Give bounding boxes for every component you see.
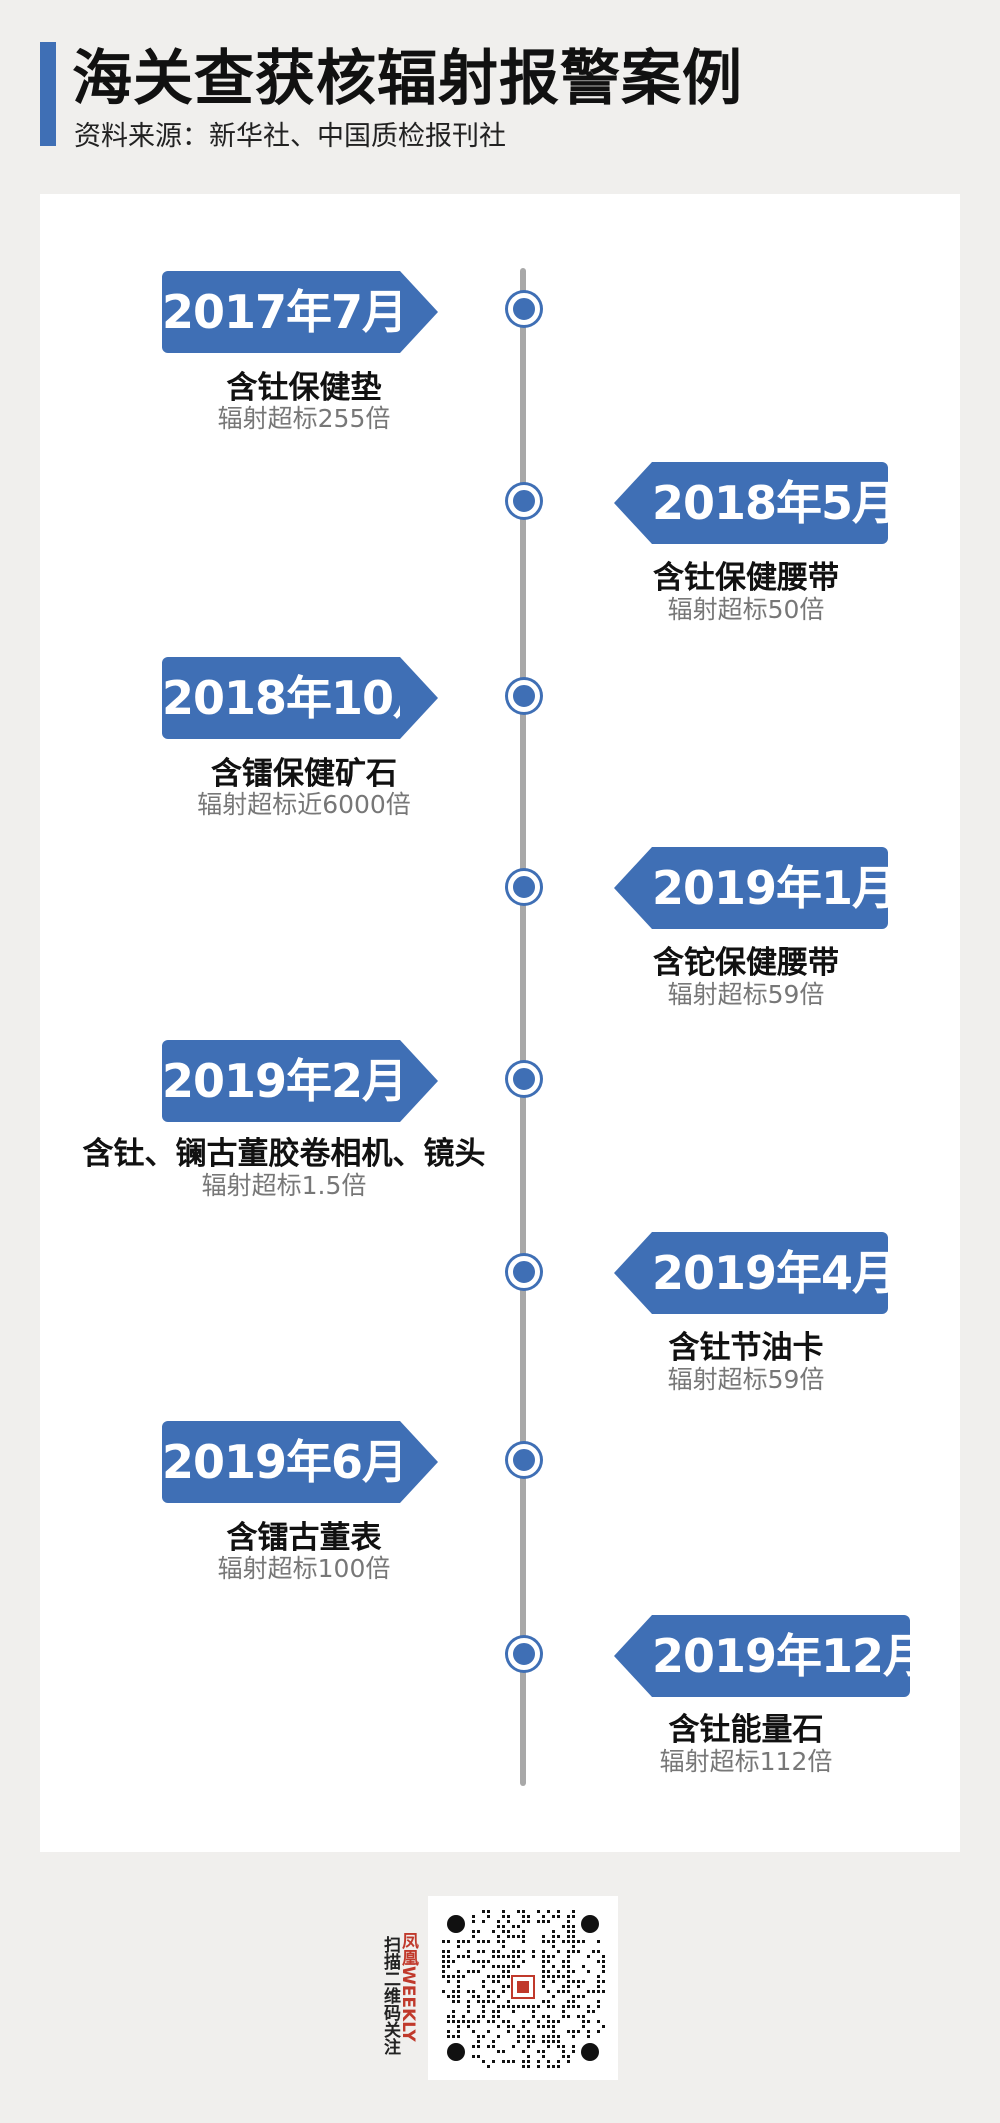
event-detail: 辐射超标112倍 [659,1747,833,1776]
date-tag: 2017年7月 [162,271,438,353]
date-tag: 2019年4月 [614,1232,898,1314]
page-title: 海关查获核辐射报警案例 [72,44,743,114]
timeline-node [508,1256,540,1288]
event-item: 含钍能量石 [668,1712,824,1748]
timeline-axis [520,268,526,1786]
page-subtitle-source: 资料来源：新华社、中国质检报刊社 [74,121,506,152]
timeline-node [508,871,540,903]
timeline-panel: 2017年7月 含钍保健垫 辐射超标255倍 2018年5月 含钍保健腰带 辐射… [40,194,960,1852]
event-detail: 辐射超标近6000倍 [197,790,411,819]
date-tag: 2019年6月 [162,1421,438,1503]
timeline-node [508,680,540,712]
event-detail: 辐射超标59倍 [667,980,825,1009]
title-accent-bar [40,42,56,146]
date-tag: 2019年2月 [162,1040,438,1122]
timeline-node [508,485,540,517]
timeline-node [508,1638,540,1670]
event-item: 含钍节油卡 [668,1330,824,1366]
event-item: 含钍、镧古董胶卷相机、镜头 [82,1136,486,1172]
event-item: 含镭古董表 [226,1520,382,1556]
footer-caption: 凤凰WEEKLY [378,1932,418,2042]
footer-scan-caption: 扫描二维码关注 [380,1936,400,2055]
event-item: 含铊保健腰带 [653,945,839,981]
event-item: 含镭保健矿石 [211,756,397,792]
brand-logo-text: 凤凰WEEKLY [398,1932,418,2042]
timeline-node [508,1444,540,1476]
event-item: 含钍保健垫 [226,370,382,406]
event-detail: 辐射超标100倍 [217,1554,391,1583]
qr-code-graphic [428,1896,618,2080]
timeline-node [508,293,540,325]
event-detail: 辐射超标255倍 [217,404,391,433]
event-detail: 辐射超标1.5倍 [201,1171,367,1200]
date-tag: 2019年12月 [614,1615,929,1697]
date-tag: 2018年5月 [614,462,898,544]
date-tag: 2019年1月 [614,847,898,929]
event-detail: 辐射超标50倍 [667,595,825,624]
qr-code[interactable] [428,1896,618,2080]
event-detail: 辐射超标59倍 [667,1365,825,1394]
timeline-node [508,1063,540,1095]
date-tag: 2018年10月 [162,657,439,739]
event-item: 含钍保健腰带 [653,560,839,596]
